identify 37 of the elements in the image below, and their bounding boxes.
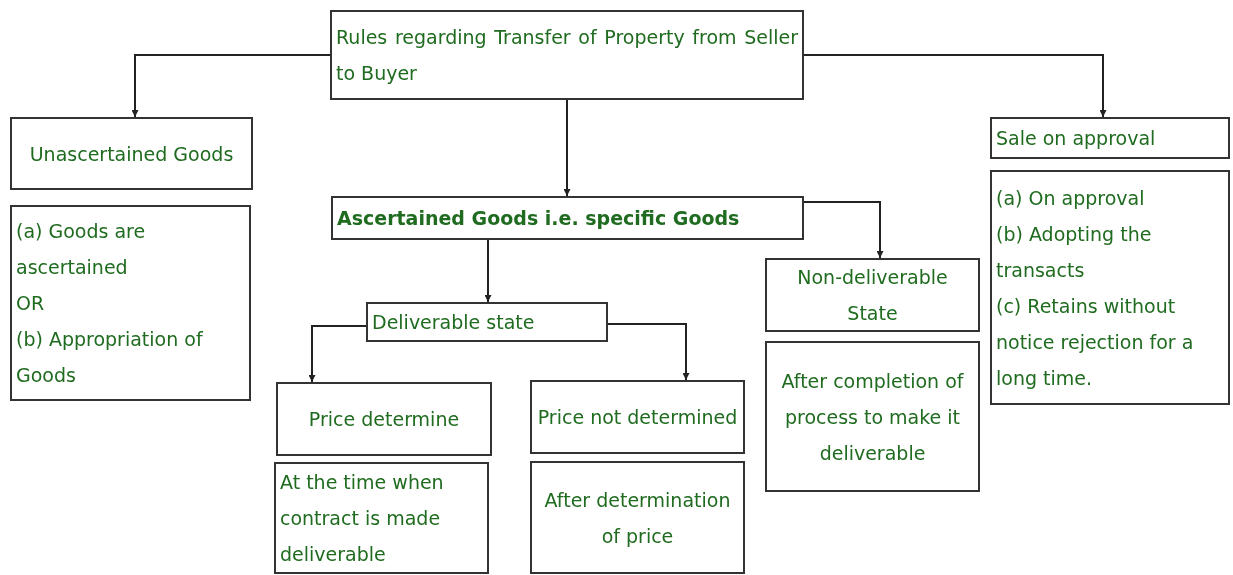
text-box: [990, 117, 1230, 159]
box-text: Unascertained Goods: [28, 141, 235, 167]
arrow: [308, 325, 367, 383]
arrow: [803, 201, 884, 259]
box-text: (b) Adopting the transacts: [996, 221, 1153, 283]
box-text: Sale on approval: [996, 126, 1157, 151]
box-text: After completion of process to make it deliverable: [780, 368, 965, 466]
box-text: Price determine: [307, 407, 461, 432]
box-text: Price not determined: [536, 405, 739, 430]
box-text: Ascertained Goods i.e. specific Goods: [337, 206, 741, 231]
text-box: [10, 117, 253, 190]
box-text: Deliverable state: [372, 310, 536, 335]
arrow: [484, 239, 492, 303]
text-box: [765, 258, 980, 332]
arrow: [563, 99, 571, 197]
text-box: [366, 302, 608, 342]
text-box: [331, 196, 804, 240]
arrow: [803, 54, 1107, 118]
box-text: Non-deliverable State: [796, 265, 949, 326]
text-box: [274, 462, 489, 574]
text-box: [530, 380, 745, 454]
box-text: (a) On approval: [996, 185, 1146, 211]
box-text: OR: [16, 291, 46, 316]
box-text: (b) Appropriation of Goods: [16, 327, 204, 388]
arrow: [607, 323, 690, 381]
box-text: Rules regarding Transfer of Property from Seller to Buyer: [336, 25, 798, 86]
box-text: At the time when contract is made deliverable: [280, 470, 445, 567]
text-box: [765, 341, 980, 492]
box-text: After determination of price: [543, 487, 732, 549]
text-box: [10, 205, 251, 401]
box-text: (c) Retains without notice rejection for a long time.: [996, 293, 1195, 391]
box-text: (a) Goods are ascertained: [16, 219, 147, 280]
text-box: [990, 170, 1230, 405]
text-box: [276, 382, 492, 456]
arrow: [131, 54, 331, 118]
text-box: [330, 10, 804, 100]
text-box: [530, 461, 745, 574]
